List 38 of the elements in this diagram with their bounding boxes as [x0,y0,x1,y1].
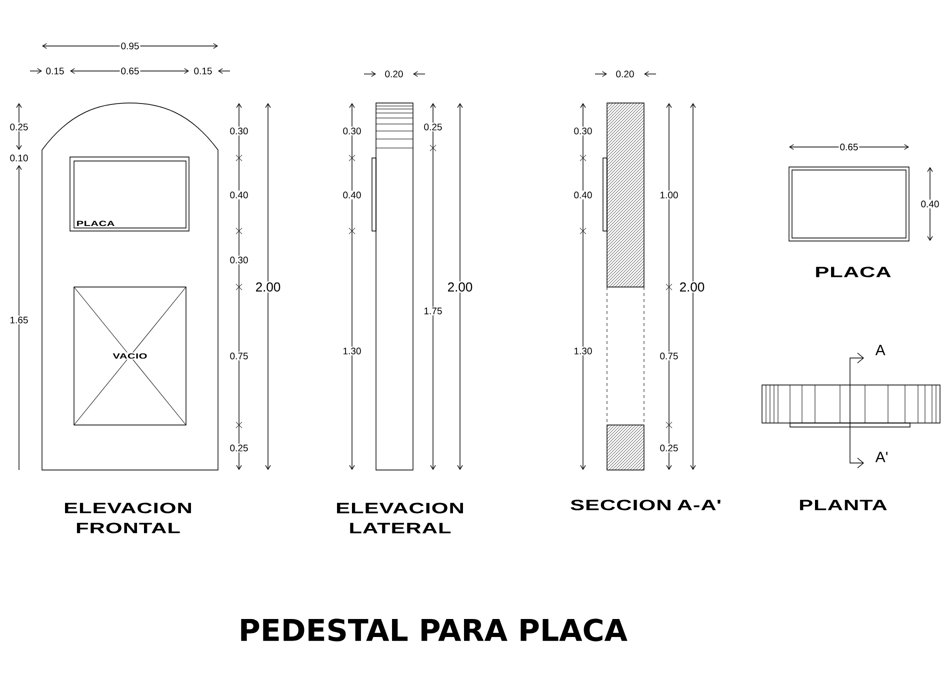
dimension-text: 1.75 [422,306,444,316]
dimension-text: 0.75 [228,352,250,360]
view-title: ELEVACION LATERAL [337,502,463,534]
dimension-text: 0.65 [838,142,860,152]
dimension-text: 2.00 [446,281,474,293]
dimension-text: 0.25 [8,122,30,132]
view-title: PLACA [816,266,891,278]
dimension-text: 0.40 [228,190,250,200]
view-title: SECCION A-A' [570,500,720,510]
dimension-text: 2.00 [678,281,706,293]
dimension-text: 1.30 [572,346,594,356]
dimension-text: 1.30 [342,346,362,356]
dimension-text: 0.10 [8,154,30,162]
section-mark-letter: A [875,344,886,356]
drawing-title: PEDESTAL PARA PLACA [241,618,628,642]
dimension-text: 0.30 [228,256,250,264]
dimension-text: 1.00 [658,190,680,200]
dimension-text: 2.00 [254,281,282,293]
dimension-text: 0.95 [120,42,140,50]
dimension-text: 0.20 [384,70,404,78]
view-title: PLANTA [800,500,887,510]
dimension-text: 0.25 [228,444,250,452]
dimension-text: 0.15 [192,66,214,76]
dimension-text: 0.40 [920,200,940,208]
dimension-text: 0.75 [658,352,680,360]
dimension-text: 0.30 [342,126,362,136]
dimension-text: 0.25 [422,122,444,132]
dimension-text: 0.25 [658,444,680,452]
section-mark-letter: A' [875,452,888,462]
dimension-text: 1.65 [8,316,30,324]
dimension-text: 0.15 [44,66,66,76]
dimension-text: 0.40 [342,190,362,200]
view-title: ELEVACION FRONTAL [65,502,191,534]
dimension-text: 0.65 [120,66,140,76]
dimension-text: 0.40 [572,190,594,200]
dimension-text: 0.20 [614,70,636,78]
dimension-text: 0.30 [572,126,594,136]
dimension-text: 0.30 [228,126,250,136]
